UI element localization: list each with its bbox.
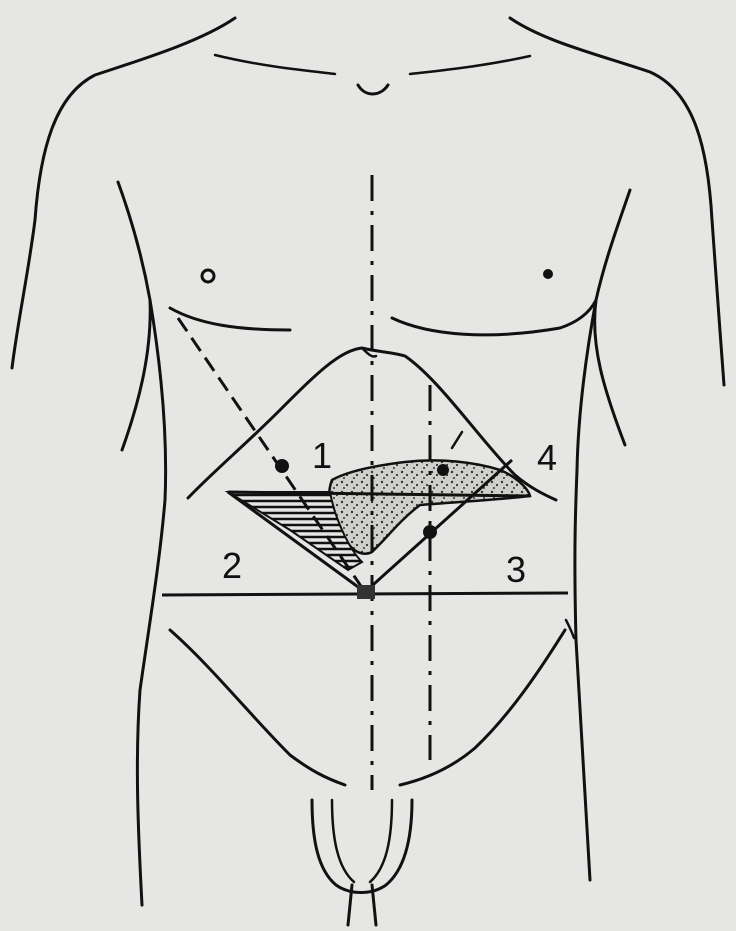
right-arm-inner: [595, 190, 630, 445]
genital-inner-right: [370, 800, 392, 882]
region-1-label: 1: [312, 435, 332, 476]
left-nipple: [202, 270, 214, 282]
right-nipple: [543, 269, 553, 279]
genital-inner-left: [332, 800, 354, 882]
right-flank: [575, 300, 596, 880]
sternal-notch: [358, 85, 388, 94]
genital-outline: [312, 800, 412, 893]
left-flank: [137, 300, 165, 905]
right-hip-notch: [566, 620, 574, 638]
point-right-lower: [423, 525, 437, 539]
point-right-upper: [437, 464, 449, 476]
region-3-label: 3: [506, 549, 526, 590]
point-left-diagonal: [275, 459, 289, 473]
right-collarbone: [410, 56, 530, 74]
left-groin-line: [170, 630, 345, 785]
left-arm-inner: [118, 182, 150, 450]
region-2-label: 2: [222, 545, 242, 586]
navel-marker: [357, 585, 375, 599]
left-pectoral: [170, 308, 290, 330]
left-shoulder-line: [12, 18, 235, 368]
region-4-label: 4: [537, 437, 557, 478]
right-pectoral: [392, 300, 596, 335]
point-4-tick: [452, 432, 462, 448]
right-groin-line: [400, 630, 565, 785]
left-collarbone: [215, 55, 335, 74]
